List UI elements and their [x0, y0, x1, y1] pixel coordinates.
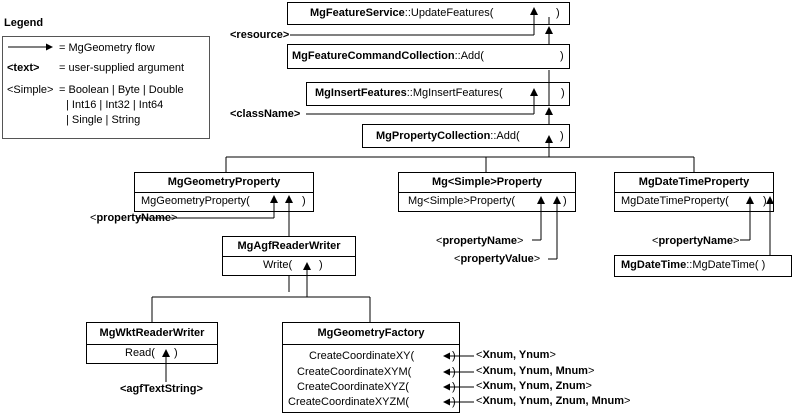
close-paren: ) [763, 195, 767, 207]
legend-text-symbol: <text> [7, 62, 40, 74]
close-paren: ) [561, 87, 565, 99]
command-collection-name: MgFeatureCommandCollection [292, 50, 455, 62]
geometry-property-ctor: MgGeometryProperty( [141, 195, 250, 207]
geometry-property-class: MgGeometryProperty MgGeometryProperty( ) [134, 172, 314, 212]
legend-simple-symbol: <Simple> [7, 84, 54, 96]
xy-arg: <Xnum, Ynum> [476, 349, 556, 361]
geometry-property-title: MgGeometryProperty [167, 176, 281, 188]
xyz-arg: <Xnum, Ynum, Znum> [476, 380, 592, 392]
datetime-property-class: MgDateTimeProperty MgDateTimeProperty( ) [614, 172, 774, 212]
create-coordinate-xyz-method: CreateCoordinateXYZ( [297, 381, 409, 393]
legend-box: = MgGeometry flow <text> = user-supplied… [2, 36, 210, 139]
datetime-call: ::MgDateTime( ) [686, 259, 766, 271]
property-collection-name: MgPropertyCollection [376, 130, 491, 142]
feature-service-name: MgFeatureService [310, 7, 405, 19]
insert-features-box: MgInsertFeatures::MgInsertFeatures( ) [306, 82, 570, 106]
agf-text-string-arg: <agfTextString> [120, 383, 203, 395]
create-coordinate-xym-method: CreateCoordinateXYM( [297, 366, 412, 378]
wkt-reader-writer-class: MgWktReaderWriter Read( ) [86, 322, 218, 364]
datetime-box: MgDateTime::MgDateTime( ) [614, 255, 792, 277]
geometry-factory-class: MgGeometryFactory CreateCoordinateXY( Cr… [282, 322, 460, 413]
simple-property-value-arg: <propertyValue> [454, 253, 541, 265]
feature-service-box: MgFeatureService::UpdateFeatures( ) [287, 2, 570, 25]
insert-features-call: ::MgInsertFeatures( [406, 87, 503, 99]
legend-title: Legend [4, 17, 44, 29]
datetime-name: MgDateTime [621, 259, 687, 271]
wkt-reader-writer-title: MgWktReaderWriter [99, 327, 205, 339]
update-features-call: ::UpdateFeatures( [404, 7, 494, 19]
resource-arg: <resource> [230, 29, 290, 41]
xym-arg: <Xnum, Ynum, Mnum> [476, 365, 595, 377]
legend-arrow-description: = MgGeometry flow [59, 42, 155, 54]
close-paren: ) [319, 259, 323, 271]
simple-property-class: Mg<Simple>Property Mg<Simple>Property( ) [398, 172, 576, 212]
close-paren: ) [560, 130, 564, 142]
command-collection-box: MgFeatureCommandCollection::Add( ) [287, 44, 570, 69]
geometry-factory-title: MgGeometryFactory [317, 327, 425, 339]
insert-features-name: MgInsertFeatures [315, 87, 407, 99]
legend-text-description: = user-supplied argument [59, 62, 185, 74]
datetime-property-name-arg: <propertyName> [652, 235, 740, 247]
close-paren: ) [556, 7, 560, 19]
agf-write-method: Write( [263, 259, 293, 271]
close-paren: ) [302, 195, 306, 207]
xyzm-arg: <Xnum, Ynum, Znum, Mnum> [476, 395, 631, 407]
datetime-property-title: MgDateTimeProperty [638, 176, 750, 188]
legend-simple-line-3: | Single | String [66, 114, 141, 126]
create-coordinate-xyzm-method: CreateCoordinateXYZM( [288, 396, 410, 408]
simple-property-ctor: Mg<Simple>Property( [408, 195, 515, 207]
simple-property-name-arg: <propertyName> [436, 235, 524, 247]
class-name-arg: <className> [230, 108, 301, 120]
close-paren: ) [560, 50, 564, 62]
legend-simple-line-1: = Boolean | Byte | Double [59, 84, 184, 96]
command-add-call: ::Add( [454, 50, 484, 62]
close-paren: ) [174, 347, 178, 359]
property-collection-add-call: ::Add( [490, 130, 520, 142]
create-coordinate-xy-method: CreateCoordinateXY( [309, 350, 415, 362]
property-collection-box: MgPropertyCollection::Add( ) [362, 124, 570, 148]
datetime-property-ctor: MgDateTimeProperty( [621, 195, 729, 207]
wkt-read-method: Read( [125, 347, 155, 359]
close-paren: ) [563, 195, 567, 207]
legend-simple-line-2: | Int16 | Int32 | Int64 [66, 99, 164, 111]
agf-reader-writer-class: MgAgfReaderWriter Write( ) [222, 236, 356, 276]
agf-reader-writer-title: MgAgfReaderWriter [237, 240, 341, 252]
simple-property-title: Mg<Simple>Property [431, 176, 543, 188]
